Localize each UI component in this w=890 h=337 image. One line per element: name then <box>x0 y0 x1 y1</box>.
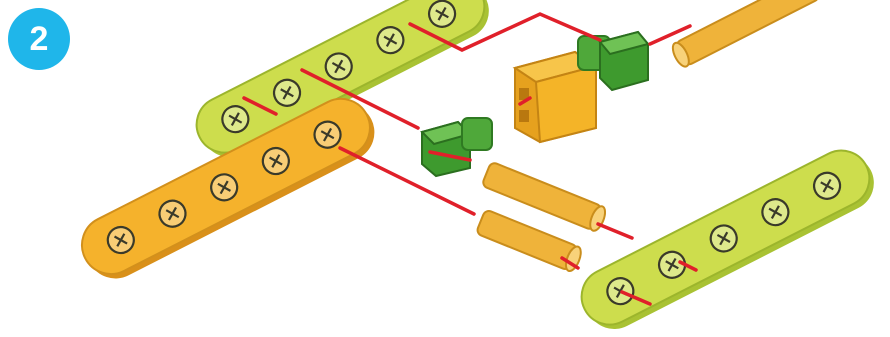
guide-line <box>678 260 698 272</box>
orange-block <box>512 50 599 144</box>
green-connector-lower <box>420 117 493 178</box>
guide-line <box>596 222 634 240</box>
guide-line <box>518 96 532 106</box>
lime-beam-bottom <box>580 149 874 330</box>
guide-line <box>300 68 420 130</box>
axle-middle <box>482 162 607 232</box>
guide-line <box>560 256 580 270</box>
guide-line <box>408 12 602 52</box>
guide-line <box>338 146 476 216</box>
guide-lines <box>242 12 698 306</box>
step-number: 2 <box>29 19 49 58</box>
guide-line <box>242 96 278 116</box>
orange-beam-left <box>81 97 375 279</box>
axle-top <box>671 0 820 68</box>
step-number-badge: 2 <box>8 8 70 70</box>
guide-line <box>648 24 692 46</box>
green-connector-upper <box>577 30 650 92</box>
guide-line <box>620 290 652 306</box>
guide-line <box>428 150 472 162</box>
axle-lower <box>476 210 582 272</box>
